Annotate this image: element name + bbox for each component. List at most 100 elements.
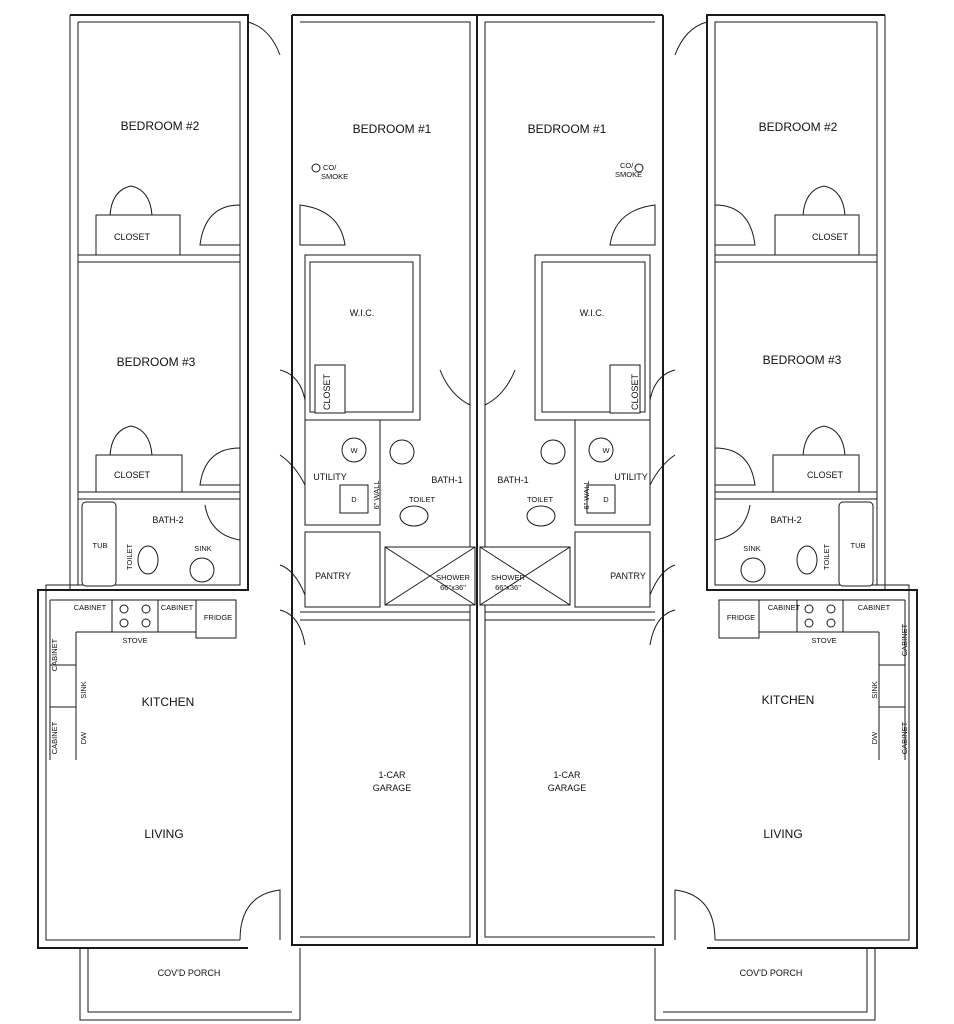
kitchen-sink-icon bbox=[49, 664, 77, 708]
label-garage-line1: 1-CAR bbox=[553, 770, 581, 780]
label-kitchen: KITCHEN bbox=[142, 695, 195, 709]
door-swing-icon bbox=[247, 21, 281, 56]
label-pantry: PANTRY bbox=[610, 571, 646, 581]
closet-door-icon bbox=[109, 185, 153, 216]
closet-b2 bbox=[95, 214, 181, 256]
label-garage-line2: GARAGE bbox=[373, 783, 412, 793]
door-swing-icon bbox=[279, 369, 306, 646]
label-closet-b2: CLOSET bbox=[812, 232, 849, 242]
unit-left: BEDROOM #2 BEDROOM #1 BEDROOM #3 CLOSET … bbox=[37, 14, 479, 1021]
porch-outline bbox=[79, 948, 301, 1021]
label-garage-line2: GARAGE bbox=[548, 783, 587, 793]
label-toilet1: TOILET bbox=[527, 495, 554, 504]
label-closet-b3: CLOSET bbox=[807, 470, 844, 480]
label-dw: DW bbox=[79, 731, 88, 744]
label-wall-note: 6" WALL bbox=[372, 480, 381, 509]
toilet-icon bbox=[137, 545, 159, 575]
label-fridge: FRIDGE bbox=[727, 613, 755, 622]
closet-hall bbox=[314, 364, 346, 414]
label-washer: W bbox=[602, 446, 610, 455]
label-dw: DW bbox=[870, 731, 879, 744]
co-smoke-detector-icon bbox=[311, 163, 321, 173]
label-cabinet-side2: CABINET bbox=[50, 721, 59, 754]
label-bath1: BATH-1 bbox=[497, 475, 528, 485]
label-co-smoke-line2: SMOKE bbox=[321, 172, 348, 181]
label-pantry: PANTRY bbox=[315, 571, 351, 581]
label-shower: SHOWER bbox=[491, 573, 525, 582]
closet-b3 bbox=[95, 454, 183, 493]
label-cabinet-top-left: CABINET bbox=[74, 603, 107, 612]
door-swing-icon bbox=[199, 204, 241, 246]
label-closet-hall: CLOSET bbox=[322, 373, 332, 410]
unit-right-labels: BEDROOM #2 BEDROOM #1 BEDROOM #3 CLOSET … bbox=[491, 120, 909, 978]
label-sink-kitchen: SINK bbox=[870, 681, 879, 699]
label-co-smoke-line2: SMOKE bbox=[615, 170, 642, 179]
fridge-icon bbox=[195, 599, 237, 639]
label-tub: TUB bbox=[851, 541, 866, 550]
label-cabinet-side2: CABINET bbox=[900, 721, 909, 754]
label-co-smoke-line1: CO/ bbox=[323, 163, 337, 172]
sink-icon bbox=[389, 439, 415, 465]
stove-icon bbox=[111, 599, 159, 633]
label-bath2: BATH-2 bbox=[770, 515, 801, 525]
label-closet-b3: CLOSET bbox=[114, 470, 151, 480]
label-toilet1: TOILET bbox=[409, 495, 436, 504]
label-dryer: D bbox=[351, 495, 357, 504]
label-bedroom1: BEDROOM #1 bbox=[353, 122, 432, 136]
label-bedroom3: BEDROOM #3 bbox=[763, 353, 842, 367]
label-toilet2: TOILET bbox=[822, 543, 831, 570]
label-bedroom1: BEDROOM #1 bbox=[528, 122, 607, 136]
label-kitchen: KITCHEN bbox=[762, 693, 815, 707]
label-toilet2: TOILET bbox=[125, 543, 134, 570]
label-cabinet-top-left: CABINET bbox=[768, 603, 801, 612]
washer-icon bbox=[341, 437, 367, 463]
toilet-icon bbox=[399, 505, 429, 527]
label-porch: COV'D PORCH bbox=[740, 968, 803, 978]
label-co-smoke-line1: CO/ bbox=[620, 161, 634, 170]
label-living: LIVING bbox=[144, 827, 183, 841]
dryer-icon bbox=[339, 484, 369, 514]
label-closet-b2: CLOSET bbox=[114, 232, 151, 242]
label-stove: STOVE bbox=[122, 636, 147, 645]
label-sink-bath2: SINK bbox=[194, 544, 212, 553]
label-bath2: BATH-2 bbox=[152, 515, 183, 525]
label-utility: UTILITY bbox=[614, 472, 648, 482]
label-cabinet-side: CABINET bbox=[900, 623, 909, 656]
label-living: LIVING bbox=[763, 827, 802, 841]
label-wic: W.I.C. bbox=[580, 308, 605, 318]
label-cabinet-side: CABINET bbox=[50, 638, 59, 671]
label-garage-line1: 1-CAR bbox=[378, 770, 406, 780]
door-swing-icon bbox=[239, 889, 281, 941]
label-utility: UTILITY bbox=[313, 472, 347, 482]
closet-door-icon bbox=[109, 425, 153, 456]
label-cabinet-top-right: CABINET bbox=[858, 603, 891, 612]
label-shower: SHOWER bbox=[436, 573, 470, 582]
label-dryer: D bbox=[603, 495, 609, 504]
label-washer: W bbox=[350, 446, 358, 455]
tub-icon bbox=[81, 501, 117, 587]
door-swing-icon bbox=[204, 504, 241, 541]
label-wall-note: 6" WALL bbox=[582, 480, 591, 509]
label-bedroom3: BEDROOM #3 bbox=[117, 355, 196, 369]
sink-icon bbox=[189, 557, 215, 583]
label-sink-kitchen: SINK bbox=[79, 681, 88, 699]
label-shower-size: 66"x36" bbox=[495, 583, 521, 592]
label-closet-hall: CLOSET bbox=[630, 373, 640, 410]
label-bedroom2: BEDROOM #2 bbox=[759, 120, 838, 134]
door-swing-icon bbox=[439, 369, 471, 406]
label-bedroom2: BEDROOM #2 bbox=[121, 119, 200, 133]
pantry-room bbox=[304, 531, 381, 608]
label-stove: STOVE bbox=[811, 636, 836, 645]
label-wic: W.I.C. bbox=[350, 308, 375, 318]
label-porch: COV'D PORCH bbox=[158, 968, 221, 978]
unit-right bbox=[476, 14, 918, 1021]
label-bath1: BATH-1 bbox=[431, 475, 462, 485]
label-sink-bath2: SINK bbox=[743, 544, 761, 553]
label-cabinet-top-right: CABINET bbox=[161, 603, 194, 612]
label-fridge: FRIDGE bbox=[204, 613, 232, 622]
door-swing-icon bbox=[199, 447, 241, 486]
label-shower-size: 66"x36" bbox=[440, 583, 466, 592]
label-tub: TUB bbox=[93, 541, 108, 550]
door-swing-icon bbox=[299, 204, 346, 246]
